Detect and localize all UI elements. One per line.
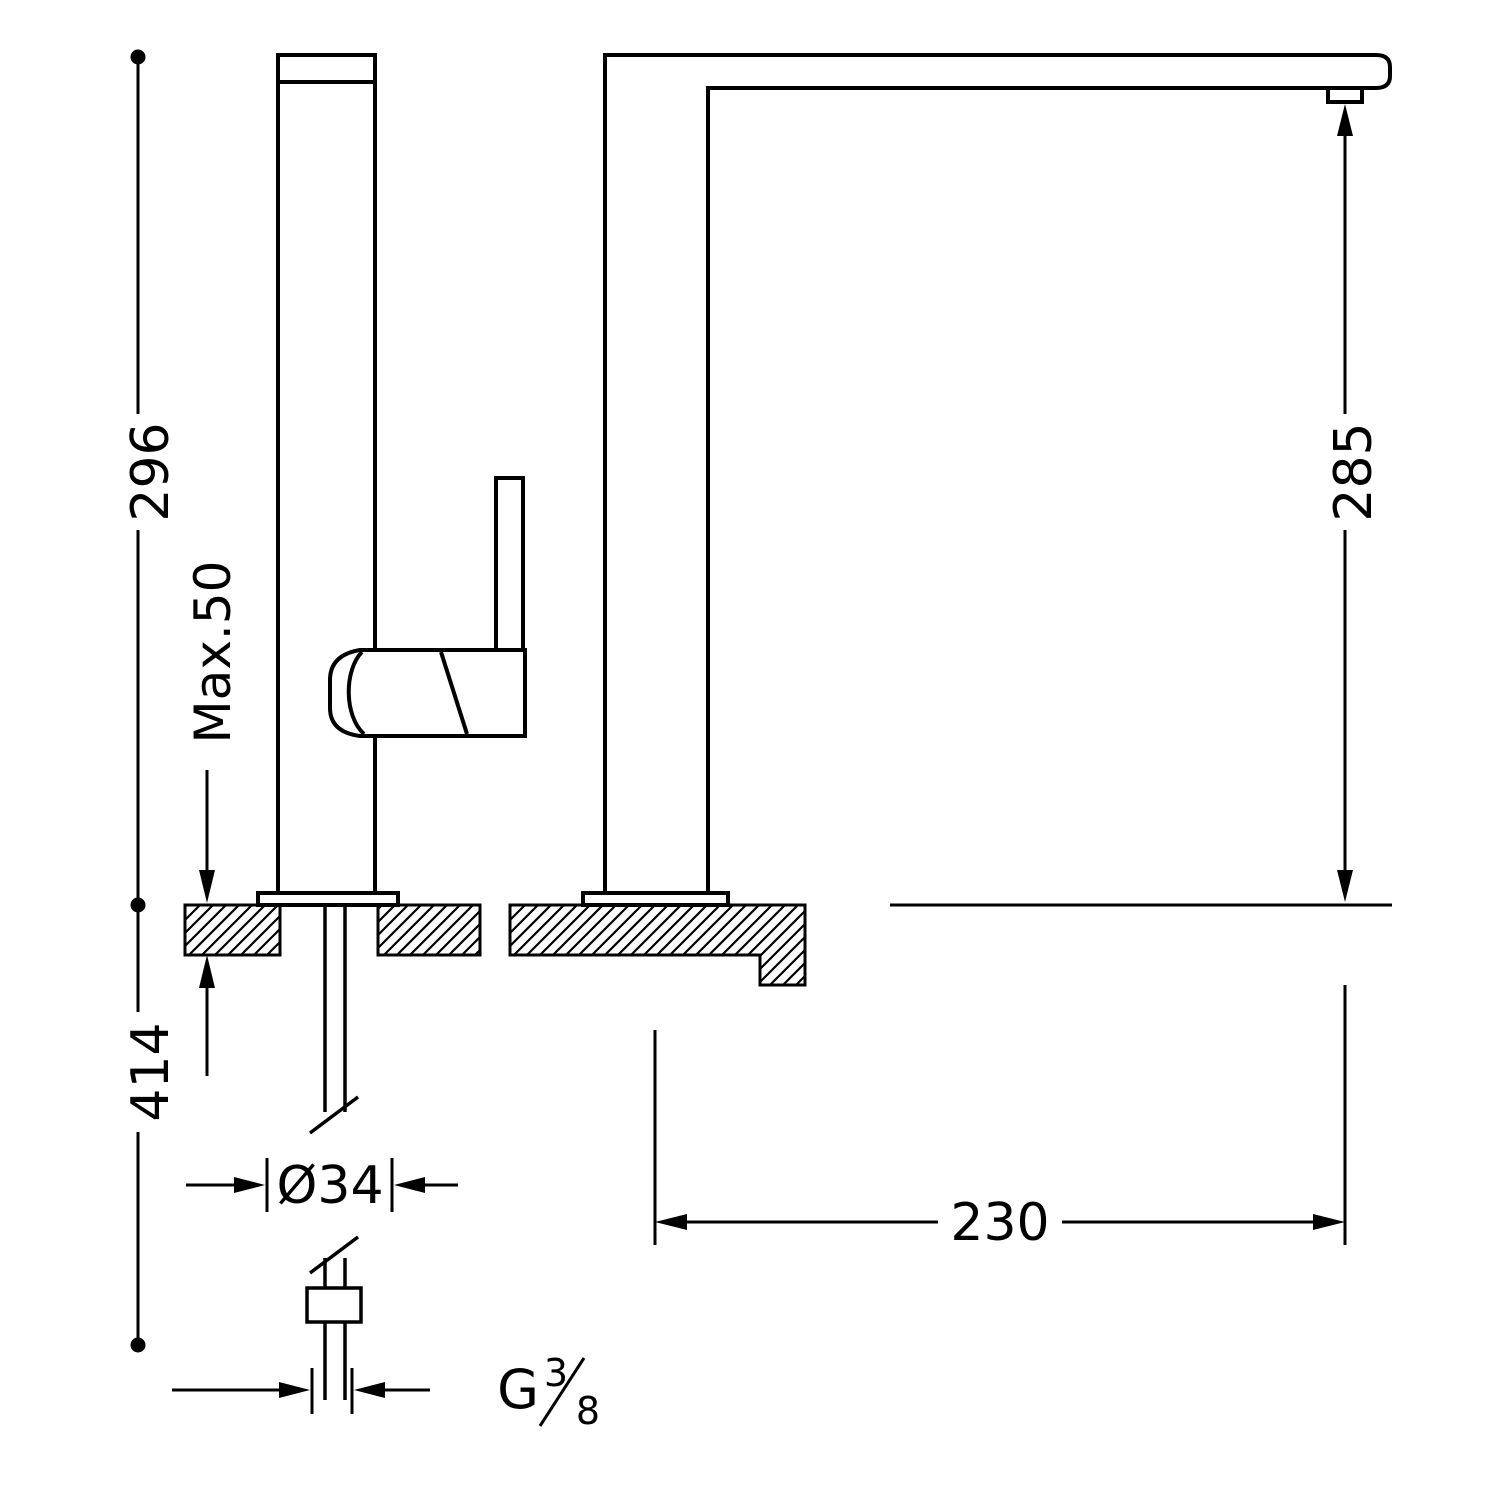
handle-lever: [494, 476, 525, 654]
dim-230-label: 230: [950, 1193, 1049, 1253]
arrow-right-icon: [234, 1177, 265, 1193]
shank-nut: [305, 1286, 363, 1324]
counter-right-block: [508, 903, 807, 987]
dim-height-above-deck: 296: [121, 49, 181, 913]
faucet-side-view: [256, 53, 527, 1400]
faucet-body-column: [276, 53, 377, 895]
thread-denominator-label: 8: [576, 1389, 600, 1433]
counter-left-block-a: [183, 903, 282, 957]
dim-spout-reach: 230: [653, 985, 1347, 1253]
counter-section-right: [508, 903, 807, 987]
cartridge-joint-arc: [346, 650, 366, 736]
faucet-column-and-spout: [603, 53, 1392, 895]
dim-414-label: 414: [121, 1022, 181, 1121]
arrow-up-icon: [1337, 104, 1353, 136]
counter-left-block-b: [376, 903, 482, 957]
counter-section-left: [183, 903, 482, 957]
arrow-down-icon: [1337, 870, 1353, 902]
pipe-break-mark-lower: [308, 1235, 360, 1275]
base-flange-front: [581, 891, 730, 907]
spout-outlet: [1326, 86, 1364, 104]
arrow-right-icon: [279, 1382, 310, 1398]
faucet-front-view: [581, 53, 1392, 907]
datum-dot-bottom: [130, 1337, 146, 1353]
arrow-right-icon: [1313, 1214, 1345, 1230]
pipe-break-mark-upper: [308, 1095, 360, 1135]
arrow-left-icon: [394, 1177, 425, 1193]
dim-thread: G 3 8: [172, 1351, 600, 1433]
dim-d34-label: Ø34: [276, 1156, 383, 1216]
thread-prefix-label: G: [497, 1358, 539, 1421]
dim-shank-diameter: Ø34: [186, 1156, 458, 1216]
dim-296-label: 296: [121, 422, 181, 521]
arrow-up-icon: [199, 955, 215, 988]
cartridge-body: [328, 648, 527, 738]
dim-max-deck-thickness: Max.50: [184, 561, 242, 1076]
dim-spout-height: 285: [890, 104, 1392, 907]
dim-285-label: 285: [1324, 422, 1384, 521]
dim-max50-label: Max.50: [184, 561, 242, 744]
supply-shank: [305, 905, 363, 1400]
fraction-slash: [538, 1357, 586, 1427]
arrow-left-icon: [655, 1214, 687, 1230]
arrow-left-icon: [354, 1382, 385, 1398]
arrow-down-icon: [199, 870, 215, 903]
base-flange-side: [256, 891, 400, 907]
dim-length-below-deck: 414: [121, 905, 181, 1353]
lever-joint-line: [439, 651, 469, 735]
